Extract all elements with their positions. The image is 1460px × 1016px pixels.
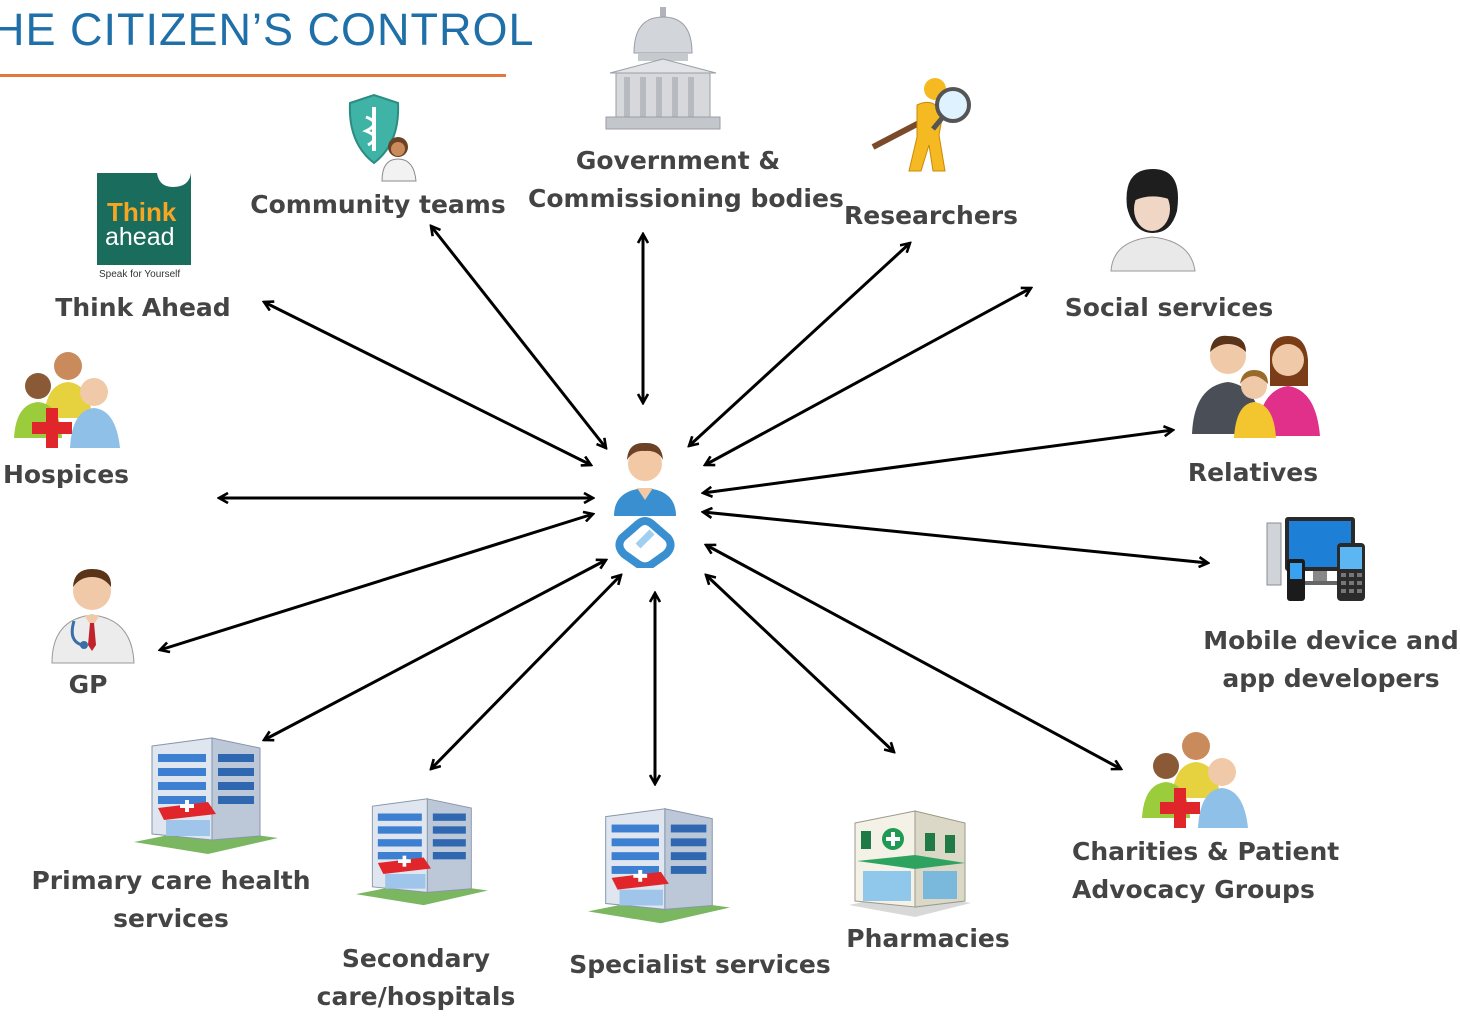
arrow-mobile [703, 512, 1208, 563]
label-secondary: Secondary care/hospitals [296, 940, 536, 1016]
label-government-line1: Government & [575, 146, 781, 175]
devices-icon [1266, 517, 1365, 601]
label-relatives-line1: Relatives [1187, 458, 1319, 487]
label-think-ahead-line1: Think Ahead [55, 293, 231, 322]
care-group-icon [14, 352, 120, 448]
label-social-line1: Social services [1064, 293, 1274, 322]
logo-text-ahead: ahead [105, 223, 175, 251]
label-primary-line2: services [113, 904, 229, 933]
arrow-relatives [703, 430, 1173, 493]
medical-shield-nurse-icon [348, 93, 417, 182]
label-government: Government & Commissioning bodies [528, 142, 844, 218]
label-hospices-line1: Hospices [2, 460, 130, 489]
logo-tagline: Speak for Yourself [99, 269, 180, 279]
care-group-icon [1142, 732, 1248, 828]
label-hospices: Hospices [0, 456, 132, 494]
label-social: Social services [1062, 289, 1276, 327]
label-gp: GP [48, 666, 128, 704]
label-specialist-line1: Specialist services [569, 950, 831, 979]
label-relatives: Relatives [1178, 454, 1328, 492]
arrow-gp [160, 514, 593, 650]
label-primary-line1: Primary care health [31, 866, 311, 895]
hospital-building-icon [134, 737, 278, 854]
label-think-ahead: Think Ahead [50, 289, 236, 327]
label-primary: Primary care health services [30, 862, 312, 938]
hospital-building-icon [355, 798, 488, 906]
arrow-primary [264, 560, 606, 740]
label-charities-line2: Advocacy Groups [1072, 875, 1315, 904]
label-secondary-line2: care/hospitals [316, 982, 516, 1011]
pharmacy-building-icon [849, 810, 971, 917]
think-ahead-logo-icon: Think ahead Speak for Yourself [97, 173, 191, 279]
hospital-building-icon [587, 808, 731, 924]
label-specialist: Specialist services [566, 946, 834, 984]
label-community-line1: Community teams [250, 190, 506, 219]
label-secondary-line1: Secondary [341, 944, 491, 973]
label-pharmacies-line1: Pharmacies [846, 924, 1010, 953]
label-community: Community teams [250, 186, 506, 224]
label-mobile: Mobile device and app developers [1202, 622, 1460, 698]
citizen-health-record-icon [614, 442, 676, 568]
label-gp-line1: GP [68, 670, 108, 699]
family-icon [1192, 335, 1320, 438]
logo-text-think: Think [107, 197, 177, 227]
title-underline [0, 74, 506, 77]
arrow-think-ahead [264, 302, 591, 465]
arrow-community [431, 226, 606, 448]
researcher-magnifier-icon [871, 78, 971, 172]
label-researchers-line1: Researchers [843, 201, 1019, 230]
label-charities: Charities & Patient Advocacy Groups [1072, 833, 1340, 909]
label-charities-line1: Charities & Patient [1072, 837, 1340, 866]
page-title: HE CITIZEN’S CONTROL [0, 4, 535, 55]
label-mobile-line1: Mobile device and [1203, 626, 1459, 655]
arrow-pharmacies [706, 575, 894, 752]
arrow-social [705, 288, 1031, 465]
government-building-icon [605, 7, 721, 130]
arrow-charities [706, 545, 1121, 769]
doctor-icon [51, 569, 135, 664]
label-mobile-line2: app developers [1222, 664, 1440, 693]
person-silhouette-icon [1110, 169, 1196, 272]
arrow-researchers [689, 243, 910, 446]
arrow-secondary [431, 575, 621, 769]
label-pharmacies: Pharmacies [842, 920, 1014, 958]
label-researchers: Researchers [838, 197, 1024, 235]
label-government-line2: Commissioning bodies [528, 184, 844, 213]
